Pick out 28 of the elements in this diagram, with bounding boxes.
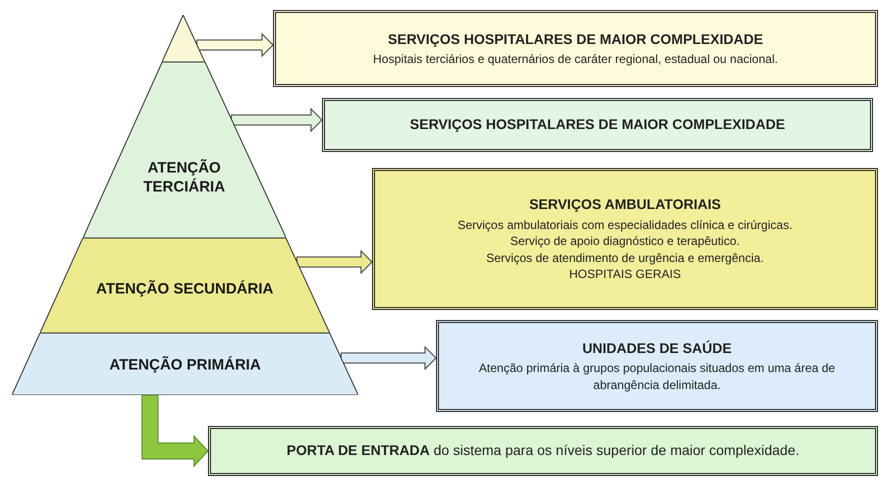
block-arrow (230, 108, 323, 132)
tier-label: ATENÇÃO SECUNDÁRIA (96, 280, 274, 300)
box-text: Atenção primária à grupos populacionais situados em uma área de abrangência delimitada. (478, 360, 836, 394)
box-text: Serviço de apoio diagnóstico e terapêutico. (510, 233, 740, 250)
service-box (273, 10, 878, 87)
block-arrow (340, 346, 437, 370)
box-heading: UNIDADES DE SAÚDE (582, 338, 732, 358)
box-heading: SERVIÇOS HOSPITALARES DE MAIOR COMPLEXIDADE (388, 30, 764, 49)
service-box (372, 168, 878, 310)
pyramid-tier (162, 15, 205, 62)
box-heading: SERVIÇOS AMBULATORIAIS (529, 195, 721, 214)
tier-label: ATENÇÃO TERCIÁRIA (142, 159, 226, 197)
box-text: HOSPITAIS GERAIS (569, 266, 681, 283)
block-arrow (296, 250, 373, 274)
block-arrow (142, 394, 209, 468)
box-text: SERVIÇOS HOSPITALARES DE MAIOR COMPLEXIDADE (410, 115, 786, 134)
pyramid-tier (82, 62, 286, 238)
service-box (208, 426, 878, 476)
box-text: Serviços ambulatoriais com especialidades clínica e cirúrgicas. (458, 216, 792, 234)
pyramid-tier (12, 333, 358, 395)
box-text: PORTA DE ENTRADA do sistema para os níveis superior de maior complexidade. (286, 441, 800, 460)
block-arrow (196, 32, 274, 58)
box-text: Serviços de atendimento de urgência e emergência. (486, 250, 764, 266)
pyramid-tier (40, 238, 330, 333)
tier-label: ATENÇÃO PRIMÁRIA (109, 356, 261, 376)
service-box (436, 320, 878, 412)
service-box (322, 98, 873, 152)
box-text: Hospitais terciários e quaternários de caráter regional, estadual ou nacional. (373, 50, 778, 68)
